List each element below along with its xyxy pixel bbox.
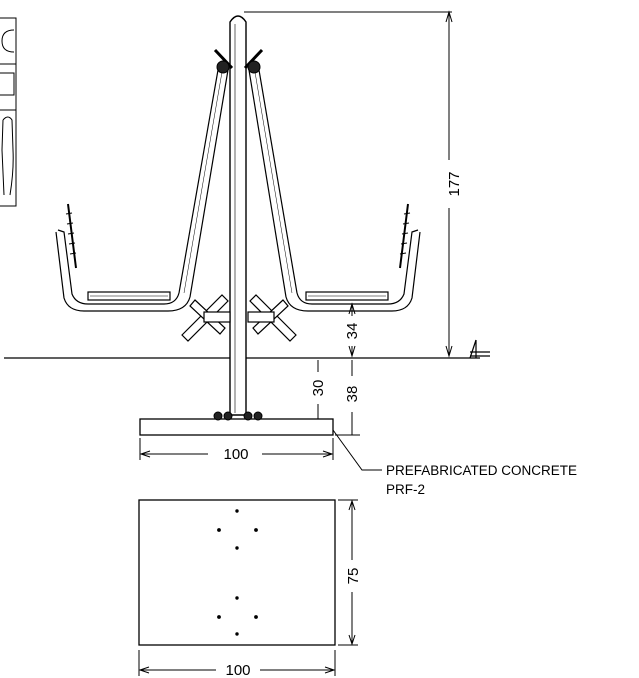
square-icon bbox=[0, 72, 15, 96]
figure-icon bbox=[1, 116, 14, 196]
dim-base-width-elevation-label: 100 bbox=[223, 446, 248, 463]
ground-level-icon bbox=[469, 339, 490, 359]
dim-seat-height-label: 34 bbox=[344, 323, 361, 340]
dim-slab-offset bbox=[312, 360, 324, 420]
dim-height-total bbox=[244, 10, 453, 358]
top-pivot-joints bbox=[213, 48, 264, 74]
c-shape-icon bbox=[1, 29, 15, 53]
dim-slab-offset-label: 30 bbox=[310, 380, 327, 397]
footrest-mechanism bbox=[181, 294, 297, 342]
side-panel-icons bbox=[0, 17, 17, 207]
dim-base-depth-plan-label: 75 bbox=[345, 568, 362, 585]
dim-seat-height bbox=[348, 302, 356, 358]
dim-base-depth-plan bbox=[338, 499, 358, 646]
annotation-line1: PREFABRICATED CONCRETE bbox=[386, 463, 577, 478]
base-plate-plan bbox=[138, 499, 336, 646]
bolt-pattern-lower bbox=[217, 596, 258, 636]
dim-footing-depth bbox=[335, 360, 360, 436]
left-swing-arm bbox=[55, 69, 229, 312]
annotation-line2: PRF-2 bbox=[386, 482, 425, 497]
base-plate-elevation bbox=[139, 411, 334, 436]
dim-base-width-plan bbox=[138, 650, 336, 676]
center-post bbox=[229, 15, 247, 416]
right-swing-arm bbox=[248, 69, 421, 312]
dim-height-total-label: 177 bbox=[446, 171, 463, 196]
dim-footing-depth-label: 38 bbox=[344, 386, 361, 403]
bolt-pattern-upper bbox=[217, 509, 258, 550]
dim-base-width-plan-label: 100 bbox=[225, 662, 250, 678]
dim-base-width-elevation bbox=[139, 438, 334, 460]
annotation-leader bbox=[332, 429, 382, 471]
